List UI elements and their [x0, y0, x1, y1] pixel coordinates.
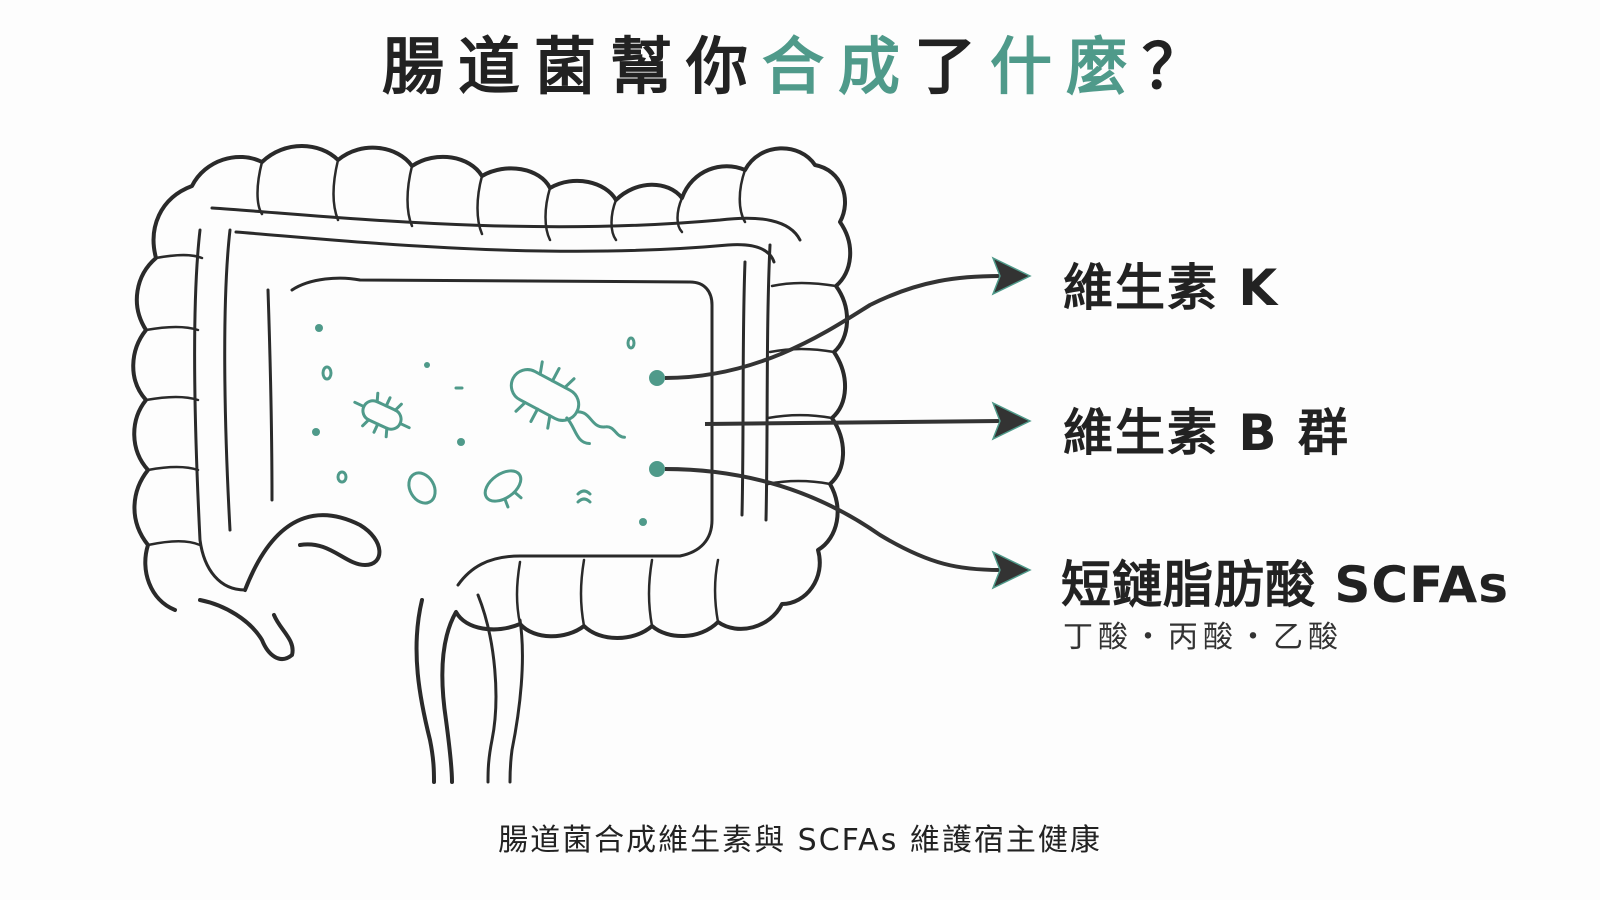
bacteria-icon — [509, 360, 626, 446]
arrow-to-vitamin-b — [704, 419, 1001, 426]
bacteria-group — [321, 336, 636, 509]
label-scfas-sub: 丁酸・丙酸・乙酸 — [1063, 620, 1343, 655]
title-part-4: 什麼 — [990, 30, 1143, 103]
label-scfas: 短鏈脂肪酸 SCFAs — [1061, 556, 1509, 614]
arrow-to-scfas — [664, 467, 1001, 572]
bacteria-icon — [407, 471, 437, 505]
intestine-icon — [131, 144, 853, 784]
bacteria-icon — [353, 391, 411, 439]
title-part-3: 了 — [913, 30, 990, 103]
arrows — [664, 256, 1032, 590]
label-vitamin-k: 維生素 K — [1063, 259, 1280, 317]
title-part-2: 合成 — [761, 30, 914, 103]
page-title: 腸道菌幫你合成了什麼？ — [0, 22, 1600, 112]
arrow-to-vitamin-k — [664, 274, 1001, 380]
arrow-right-icon — [991, 401, 1032, 441]
caption: 腸道菌合成維生素與 SCFAs 維護宿主健康 — [498, 823, 1102, 858]
title-part-1: 腸道菌幫你 — [381, 30, 762, 103]
label-vitamin-b: 維生素 B 群 — [1063, 404, 1350, 462]
bacteria-icon — [483, 469, 523, 509]
dot-markers — [312, 324, 665, 526]
source-dot — [649, 461, 665, 477]
arrow-right-icon — [991, 256, 1032, 296]
title-part-5: ？ — [1142, 30, 1219, 103]
source-dot — [649, 370, 665, 386]
arrow-right-icon — [991, 550, 1032, 590]
